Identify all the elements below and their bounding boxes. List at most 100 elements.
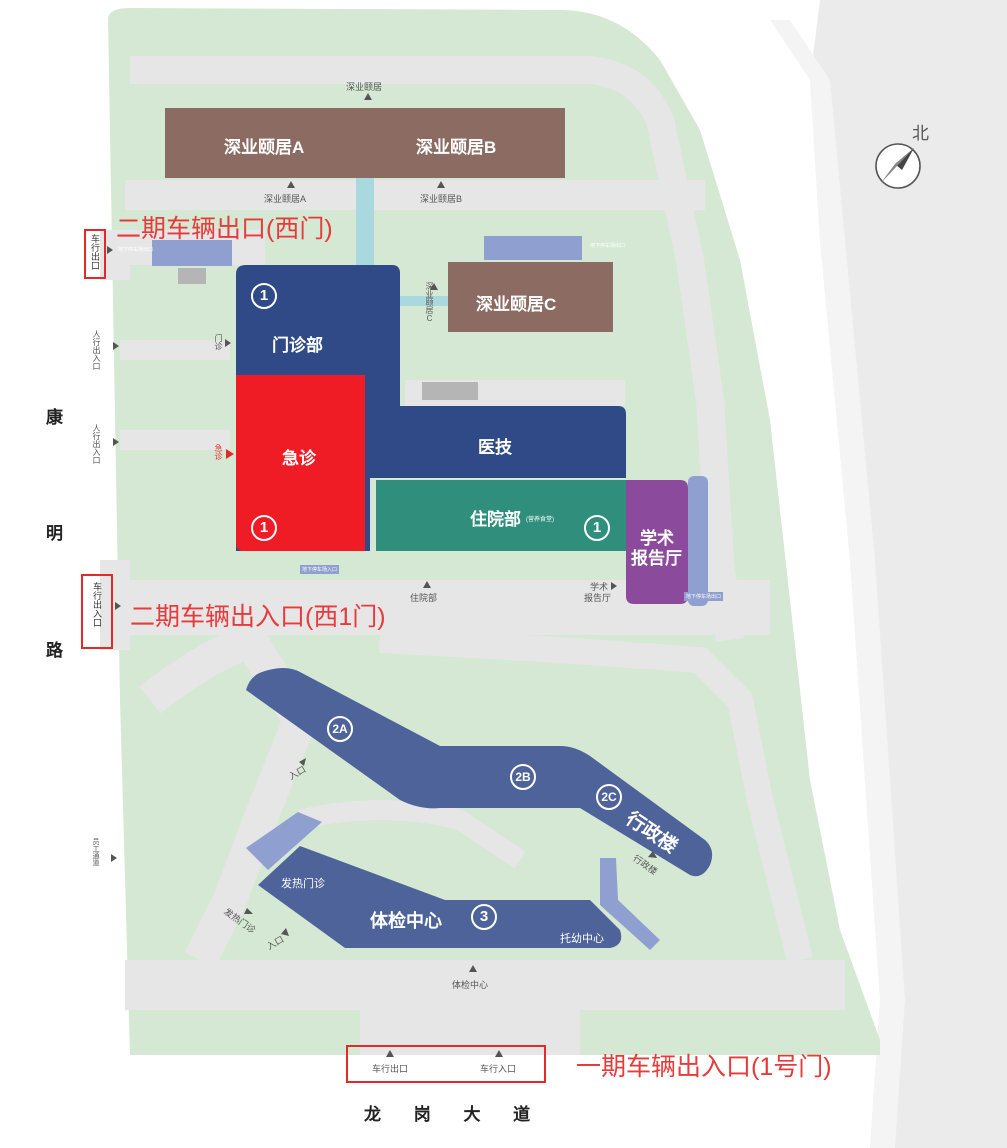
label-gate1: 一期车辆出入口(1号门) [576,1053,832,1081]
label-emergency-door: 急诊 [214,444,223,460]
label-outpatient-door: 门诊 [214,334,223,350]
label-checkup: 体检中心 [370,911,442,931]
emergency-arrow-icon [226,449,234,459]
arrow-right-icon [611,582,617,590]
label-checkup-door: 体检中心 [452,980,489,990]
label-academic-door-2: 报告厅 [584,593,612,603]
arrow-icon [430,283,438,290]
label-fever: 发热门诊 [281,878,325,890]
arrow-icon [495,1050,503,1057]
label-medtech: 医技 [478,438,512,457]
label-road-west-1: 康 [46,408,63,427]
building-checkup [258,846,622,948]
badge-2c: 2C [596,784,622,810]
label-car-exit-south: 车行出口 [372,1064,409,1074]
label-entry-b: 深业颐居B [420,194,463,204]
label-ped-exit-1: 人行出入口 [92,330,101,370]
label-emergency: 急诊 [282,449,316,468]
label-shenye-a: 深业颐居A [224,138,305,157]
arrow-right-icon [113,342,119,350]
label-staff-channel: 员工通道 [92,838,99,866]
building-inpatient [376,480,626,551]
arrow-icon [423,581,431,588]
label-ped-exit-2: 人行出入口 [92,424,101,464]
south-entry-road [360,1005,580,1055]
label-garage-c: 地下停车场出口 [590,243,626,249]
arrow-icon [244,908,253,914]
skybridge-ab [356,178,374,268]
road-f [125,960,845,1010]
label-childcare: 托幼中心 [560,933,604,945]
label-road-west-3: 路 [46,641,63,660]
label-academic-1: 学术 [640,529,674,548]
arrow-icon [648,851,657,858]
building-emergency [236,375,365,551]
badge-phase1-outpatient: 1 [251,283,277,309]
arrow-right-icon [113,438,119,446]
arrow-icon [287,181,295,188]
east-road-edge [770,20,905,1148]
gate1-box [346,1045,546,1083]
arrow-icon [386,1050,394,1057]
north-ring-road [130,56,744,642]
garage-ramp-checkup [246,812,322,870]
building-academic-hall [626,480,688,604]
arrow-icon [299,758,306,766]
arrow-right-icon [111,854,117,862]
compass-needle-icon [895,148,914,170]
arrow-icon [364,93,372,100]
label-entry-c: 深业颐居C [425,282,434,323]
road-e [120,430,230,450]
badge-phase1-inpatient: 1 [584,515,610,541]
label-shenye-top: 深业颐居 [346,82,383,92]
label-inpatient-door: 住院部 [410,593,438,603]
label-garage-academic: 地下停车场出口 [684,592,724,601]
label-west1-gate: 二期车辆出入口(西1门) [130,603,386,631]
label-garage-inpatient: 地下停车场入口 [300,565,340,574]
garage-ramp-admin [600,858,660,950]
label-entry-a: 深业颐居A [264,194,307,204]
road-h [379,627,813,964]
label-shenye-c: 深业颐居C [476,295,557,314]
road-j [297,800,526,869]
arrow-icon [469,965,477,972]
garage-ramp-c [484,236,582,260]
label-car-io-west1: 车行出入口 [92,582,102,627]
label-inpatient-note: (营养食堂) [526,517,554,523]
utility-block-1 [178,268,206,284]
compass-needle-shadow-icon [880,148,914,184]
label-inpatient: 住院部 [470,510,521,529]
label-north: 北 [912,124,929,143]
building-admin [246,668,713,877]
badge-2a: 2A [327,716,353,742]
west1-gate-box [81,574,113,649]
label-west-gate: 二期车辆出口(西门) [116,215,333,243]
arrow-right-icon [115,602,121,610]
label-garage-west: 地下停车场出口 [118,247,154,253]
label-road-west-2: 明 [46,524,63,543]
arrow-icon [437,181,445,188]
road-g [139,618,319,968]
garage-ramp-academic [688,476,708,606]
skybridge-c [400,296,448,306]
badge-2b: 2B [510,764,536,790]
label-academic-2: 报告厅 [631,549,682,568]
badge-phase1-emergency: 1 [251,515,277,541]
label-shenye-b: 深业颐居B [416,138,497,157]
building-shenye-ab [165,108,565,178]
badge-3: 3 [471,904,497,930]
arrow-right-icon [225,339,231,347]
label-academic-door-1: 学术 [590,582,609,592]
label-outpatient: 门诊部 [272,336,323,355]
label-road-south: 龙 岗 大 道 [364,1105,545,1124]
road-a [125,180,705,210]
label-car-exit-west: 车行出口 [90,234,100,270]
west-gate-box [84,229,106,279]
arrow-icon [281,928,289,936]
garage-ramp-west [152,240,232,266]
east-road [810,0,1007,1148]
utility-block-2 [422,382,478,400]
label-car-entry-south: 车行入口 [480,1064,517,1074]
arrow-left-icon [107,246,113,254]
